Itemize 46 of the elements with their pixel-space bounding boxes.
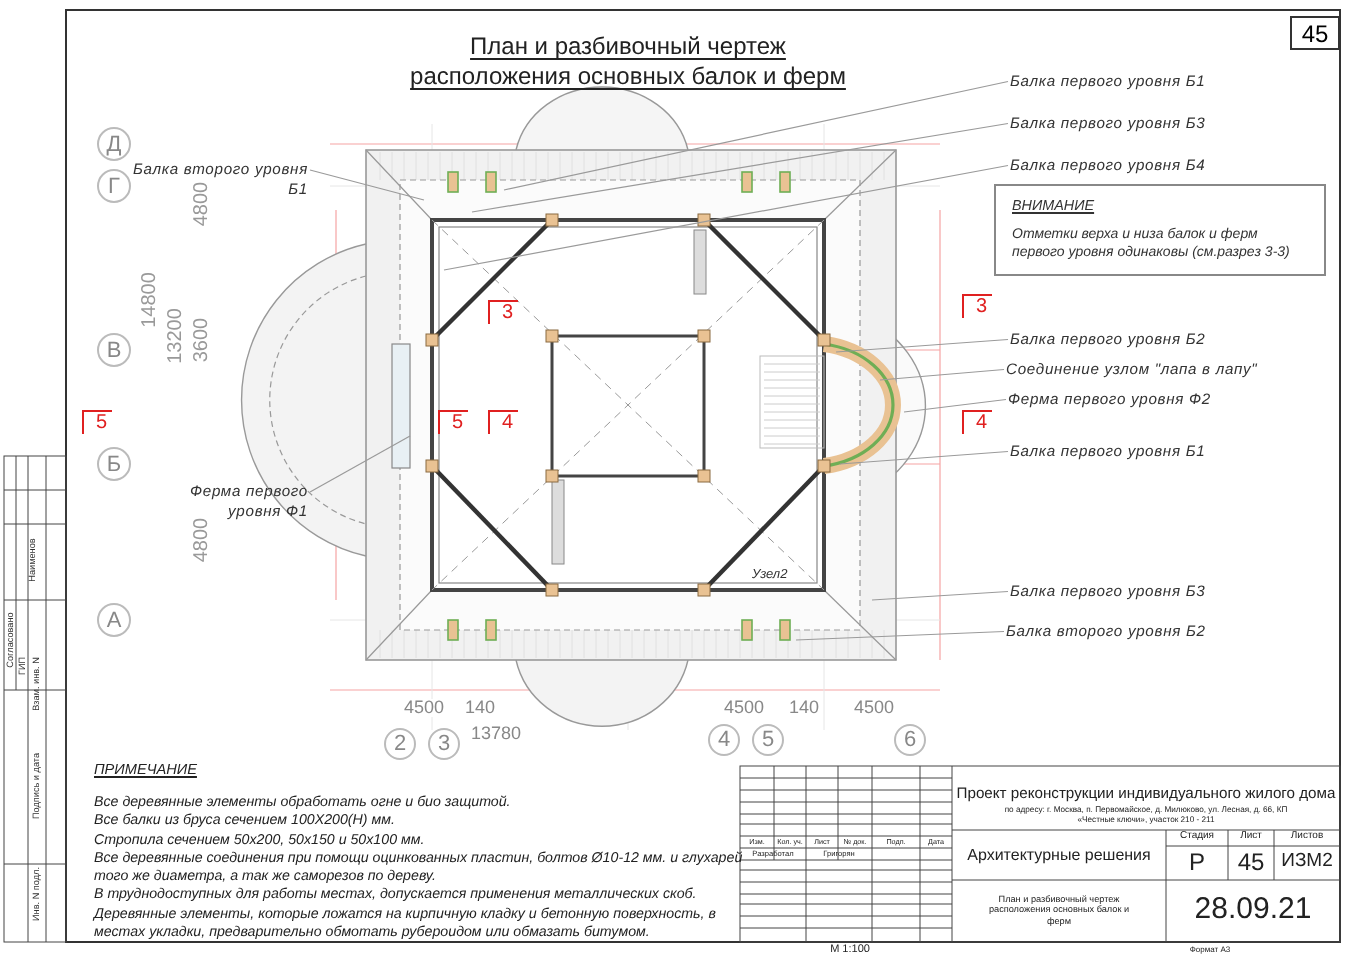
leader-line — [471, 122, 1009, 213]
leader-line — [879, 368, 1005, 381]
section-mark: 4 — [488, 410, 518, 434]
grid-axis-marker: 6 — [894, 724, 926, 756]
dimension-text: 4800 — [191, 181, 213, 227]
stage-value: Р — [1186, 846, 1207, 880]
grid-axis-marker: А — [97, 603, 131, 637]
drawing-title: План и разбивочный чертеж расположения основных балок и ферм — [410, 32, 846, 92]
revision-value: ИЗМ2 — [1279, 848, 1335, 877]
dimension-text: 4500 — [723, 699, 765, 717]
dimension-text: 13780 — [470, 725, 522, 743]
page-number: 45 — [1290, 16, 1340, 50]
dimension-text: 3600 — [191, 317, 213, 363]
section-mark: 4 — [962, 410, 992, 434]
section-mark: 3 — [962, 294, 992, 318]
grid-axis-marker: 4 — [708, 724, 740, 756]
note-box — [994, 184, 1326, 276]
leader-line — [503, 80, 1009, 191]
grid-axis-marker: 3 — [428, 728, 460, 760]
section-mark: 3 — [488, 300, 518, 324]
date-value: 28.09.21 — [1192, 890, 1314, 931]
dimension-text: 4500 — [853, 699, 895, 717]
dimension-text: 140 — [788, 699, 820, 717]
leader-line — [839, 450, 1009, 465]
grid-axis-marker: 2 — [384, 728, 416, 760]
section-name: Архитектурные решения — [965, 843, 1153, 868]
leader-line — [309, 435, 411, 493]
grid-axis-marker: 5 — [752, 724, 784, 756]
dimension-text: 140 — [464, 699, 496, 717]
leader-line — [903, 398, 1007, 413]
leader-line — [443, 164, 1009, 271]
grid-axis-marker: Г — [97, 169, 131, 203]
leader-line — [835, 338, 1009, 353]
section-mark: 5 — [82, 410, 112, 434]
grid-axis-marker: В — [97, 333, 131, 367]
sheet-number: 45 — [1235, 846, 1267, 880]
leader-line — [795, 630, 1005, 641]
grid-axis-marker: Д — [97, 127, 131, 161]
dimension-text: 4800 — [191, 517, 213, 563]
leader-line — [871, 590, 1009, 601]
grid-axis-marker: Б — [97, 447, 131, 481]
dimension-text: 4500 — [403, 699, 445, 717]
section-mark: 5 — [438, 410, 468, 434]
dimension-text: 14800 — [139, 272, 161, 328]
dimension-text: 13200 — [165, 308, 187, 364]
leader-line — [309, 169, 425, 201]
